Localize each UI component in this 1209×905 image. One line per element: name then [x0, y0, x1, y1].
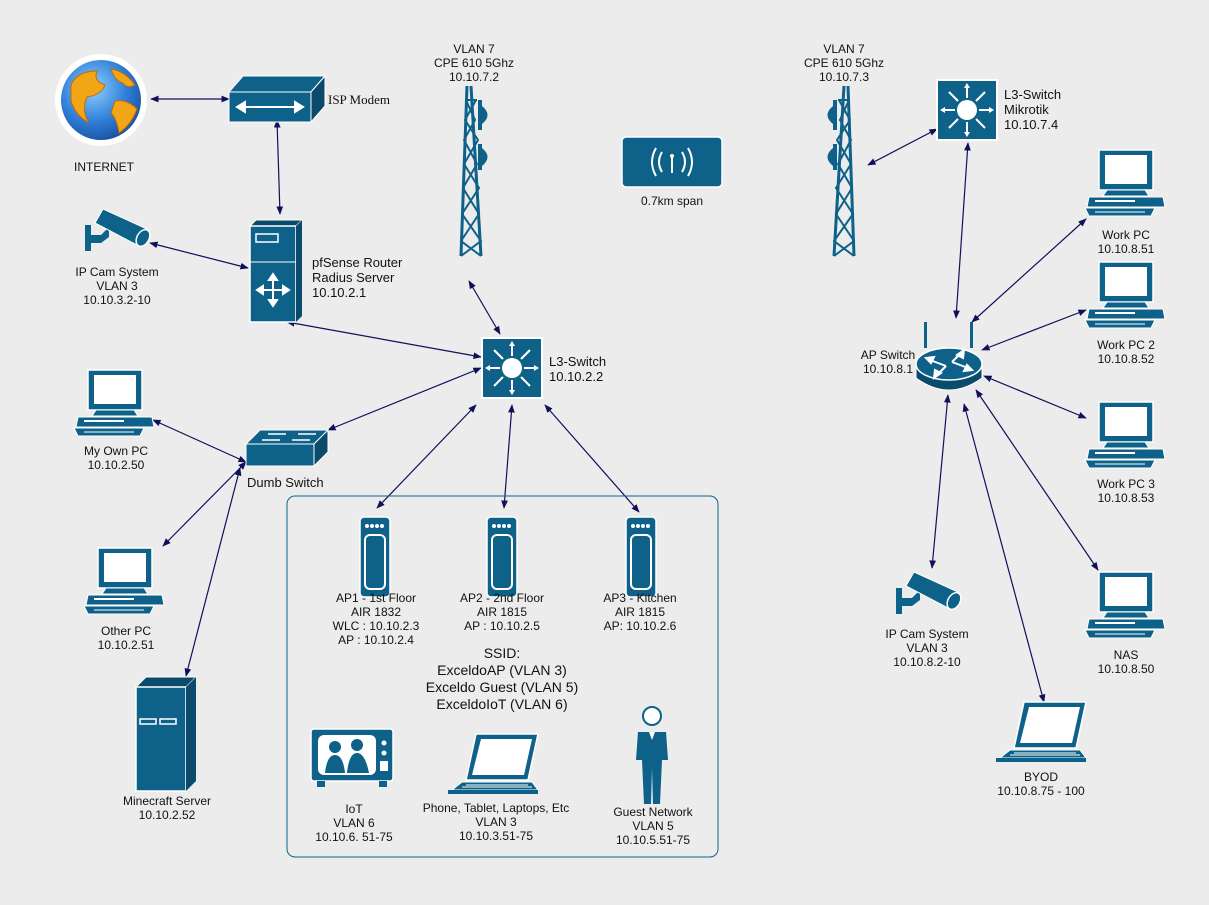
access-point-icon: [486, 516, 518, 598]
wireless-zone-box: [286, 495, 719, 858]
ap1-label: AP1 - 1st Floor AIR 1832 WLC : 10.10.2.3…: [332, 591, 420, 647]
pc-icon: [1084, 149, 1166, 217]
link-pfsense-to-l3-main: [286, 320, 482, 359]
access-point-icon: [625, 516, 657, 598]
ipcam-left-label: IP Cam System VLAN 3 10.10.3.2-10: [75, 265, 159, 307]
l3-switch-icon: [936, 79, 998, 141]
minecraft-label: Minecraft Server 10.10.2.52: [122, 794, 212, 822]
internet-label: INTERNET: [74, 160, 134, 174]
tower-left-label: VLAN 7 CPE 610 5Ghz 10.10.7.2: [433, 42, 515, 84]
link-l3-main-to-dumb-switch: [327, 367, 482, 431]
link-l3-main-to-ap3: [544, 404, 640, 513]
pc-icon: [83, 547, 165, 615]
l3-main-label: L3-Switch 10.10.2.2: [549, 354, 607, 384]
phone-label: Phone, Tablet, Laptops, Etc VLAN 3 10.10…: [422, 801, 570, 843]
globe-icon: [55, 54, 147, 146]
link-dumb-switch-to-my-pc: [152, 419, 247, 463]
link-dumb-switch-to-other-pc: [162, 461, 247, 547]
links-layer: [149, 95, 1099, 703]
link-ap-switch-to-work-pc2: [981, 309, 1087, 351]
link-l3-mikrotik-to-ap-switch: [953, 142, 971, 319]
span-label: 0.7km span: [640, 194, 704, 208]
modem-icon: [227, 74, 327, 124]
pc-icon: [73, 369, 155, 437]
wireless-router-icon: [915, 322, 983, 391]
router-server-icon: [248, 219, 304, 323]
link-dumb-switch-to-minecraft: [184, 467, 242, 677]
pfsense-label: pfSense Router Radius Server 10.10.2.1: [312, 255, 403, 300]
my-pc-label: My Own PC 10.10.2.50: [83, 444, 149, 472]
tower-icon: [826, 84, 856, 258]
access-point-icon: [359, 516, 391, 598]
l3-switch-icon: [481, 337, 543, 399]
ssid-label: SSID: ExceldoAP (VLAN 3) Exceldo Guest (…: [425, 645, 579, 712]
camera-icon: [84, 208, 154, 252]
link-ap-switch-to-work-pc3: [983, 375, 1087, 419]
ap-switch-label: AP Switch 10.10.8.1: [860, 348, 916, 376]
person-icon: [636, 706, 668, 804]
link-ap-switch-to-work-pc: [971, 218, 1087, 323]
pc-icon: [1084, 571, 1166, 639]
tv-icon: [310, 728, 394, 787]
pc-icon: [1084, 261, 1166, 329]
guest-label: Guest Network VLAN 5 10.10.5.51-75: [613, 805, 693, 847]
work-pc-label: Work PC 10.10.8.51: [1097, 228, 1155, 256]
ipcam-right-label: IP Cam System VLAN 3 10.10.8.2-10: [885, 627, 969, 669]
work-pc3-label: Work PC 3 10.10.8.53: [1097, 477, 1155, 505]
tower-icon: [459, 84, 489, 258]
isp-modem-label: ISP Modem: [328, 92, 390, 107]
dumb-switch-label: Dumb Switch: [247, 475, 324, 490]
laptop-icon: [447, 733, 539, 795]
iot-label: IoT VLAN 6 10.10.6. 51-75: [315, 802, 393, 844]
ap2-label: AP2 - 2nd Floor AIR 1815 AP : 10.10.2.5: [459, 591, 545, 633]
link-ap-switch-to-ipcam-right: [929, 394, 951, 569]
wireless-icon: [621, 136, 723, 188]
link-l3-main-to-ap2: [501, 404, 515, 509]
link-ap-switch-to-nas: [975, 389, 1099, 571]
camera-icon: [895, 571, 965, 615]
other-pc-label: Other PC 10.10.2.51: [97, 624, 155, 652]
switch-icon: [244, 428, 330, 468]
ap3-label: AP3 - Kitchen AIR 1815 AP: 10.10.2.6: [603, 591, 677, 633]
server-icon: [134, 676, 198, 792]
byod-label: BYOD 10.10.8.75 - 100: [997, 770, 1085, 798]
link-tower-right-to-l3-mikrotik: [867, 128, 938, 166]
link-isp-modem-to-pfsense: [273, 119, 284, 215]
laptop-icon: [995, 701, 1087, 763]
nas-label: NAS 10.10.8.50: [1097, 648, 1155, 676]
link-tower-left-to-l3-main: [468, 280, 501, 335]
pc-icon: [1084, 401, 1166, 469]
l3-mikrotik-label: L3-Switch Mikrotik 10.10.7.4: [1004, 87, 1062, 132]
work-pc2-label: Work PC 2 10.10.8.52: [1097, 338, 1155, 366]
link-ap-switch-to-byod: [962, 403, 1046, 703]
tower-right-label: VLAN 7 CPE 610 5Ghz 10.10.7.3: [803, 42, 885, 84]
link-l3-main-to-ap1: [376, 404, 477, 509]
link-ipcam-left-to-pfsense: [149, 241, 249, 270]
